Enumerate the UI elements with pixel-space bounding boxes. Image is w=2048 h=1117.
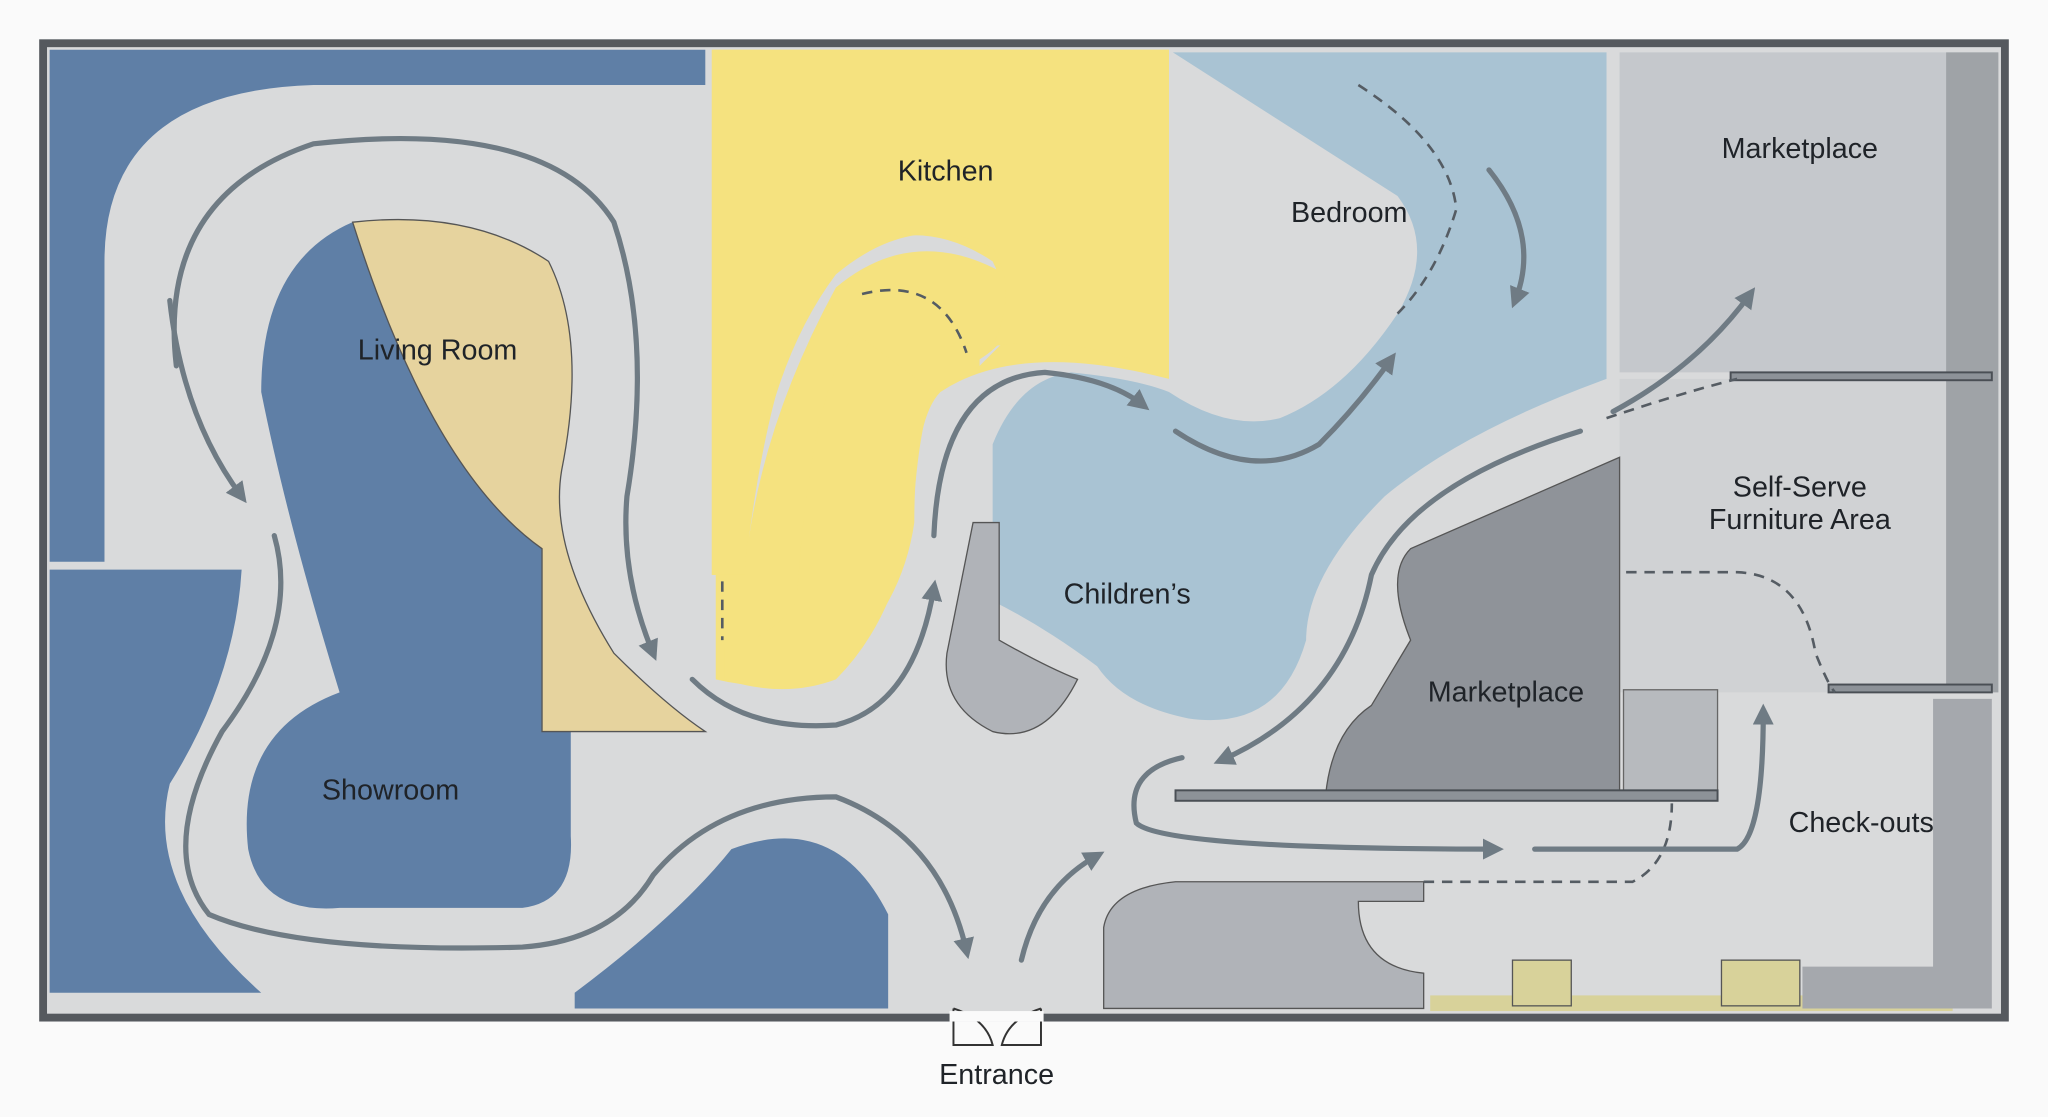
walkway-shortcut bbox=[1606, 377, 1738, 420]
walkway-shortcut bbox=[1626, 570, 1837, 694]
route-arrow bbox=[167, 297, 247, 504]
living-room-area bbox=[351, 218, 708, 733]
bottom-block bbox=[1103, 881, 1425, 1010]
self-serve-label-line2: Furniture Area bbox=[1709, 504, 1891, 536]
route-arrow bbox=[183, 533, 974, 960]
marketplace-mid-label: Marketplace bbox=[1428, 677, 1584, 709]
showroom-area bbox=[49, 569, 262, 993]
kitchen-area bbox=[724, 333, 934, 690]
bedroom-label: Bedroom bbox=[1291, 197, 1408, 229]
entrance-label: Entrance bbox=[939, 1059, 1054, 1091]
route-arrow bbox=[171, 135, 658, 661]
route-arrow bbox=[1486, 167, 1530, 309]
marketplace-block bbox=[1622, 689, 1719, 795]
living-room-label: Living Room bbox=[358, 334, 518, 366]
marketplace-mid-area bbox=[1324, 456, 1621, 795]
wall bbox=[1827, 683, 1993, 694]
walkway-shortcut bbox=[1423, 803, 1674, 884]
checkout-desk bbox=[1511, 959, 1572, 1007]
route-arrow bbox=[1532, 703, 1774, 852]
route-arrow bbox=[1213, 428, 1584, 765]
kitchen-label: Kitchen bbox=[898, 155, 994, 187]
route-arrow bbox=[1610, 287, 1756, 415]
childrens-nook bbox=[945, 521, 1079, 735]
showroom-area bbox=[49, 49, 706, 562]
walkway-shortcut bbox=[861, 288, 968, 354]
route-arrow bbox=[1131, 755, 1504, 860]
showroom-area bbox=[246, 222, 572, 909]
walkway-shortcut bbox=[1357, 83, 1458, 315]
childrens-label: Children’s bbox=[1064, 579, 1191, 611]
route-arrow bbox=[931, 369, 1150, 539]
self-serve-label-line1: Self-Serve bbox=[1733, 471, 1867, 503]
showroom-label: Showroom bbox=[322, 774, 459, 806]
wall bbox=[1729, 371, 1993, 382]
checkout-desk bbox=[1720, 959, 1801, 1007]
self-serve-area bbox=[1619, 378, 1999, 693]
checkouts-label: Check-outs bbox=[1789, 807, 1934, 839]
kitchen-area bbox=[711, 49, 1169, 575]
route-arrow bbox=[1018, 851, 1105, 963]
checkout-wall bbox=[1802, 698, 1992, 1009]
marketplace-top-label: Marketplace bbox=[1722, 133, 1878, 165]
entrance-gap bbox=[949, 1011, 1044, 1022]
route-arrow bbox=[689, 579, 943, 729]
showroom-area bbox=[574, 838, 889, 1009]
marketplace-top-area bbox=[1619, 52, 1999, 373]
wall bbox=[1174, 789, 1719, 802]
route-arrow bbox=[1172, 352, 1396, 464]
